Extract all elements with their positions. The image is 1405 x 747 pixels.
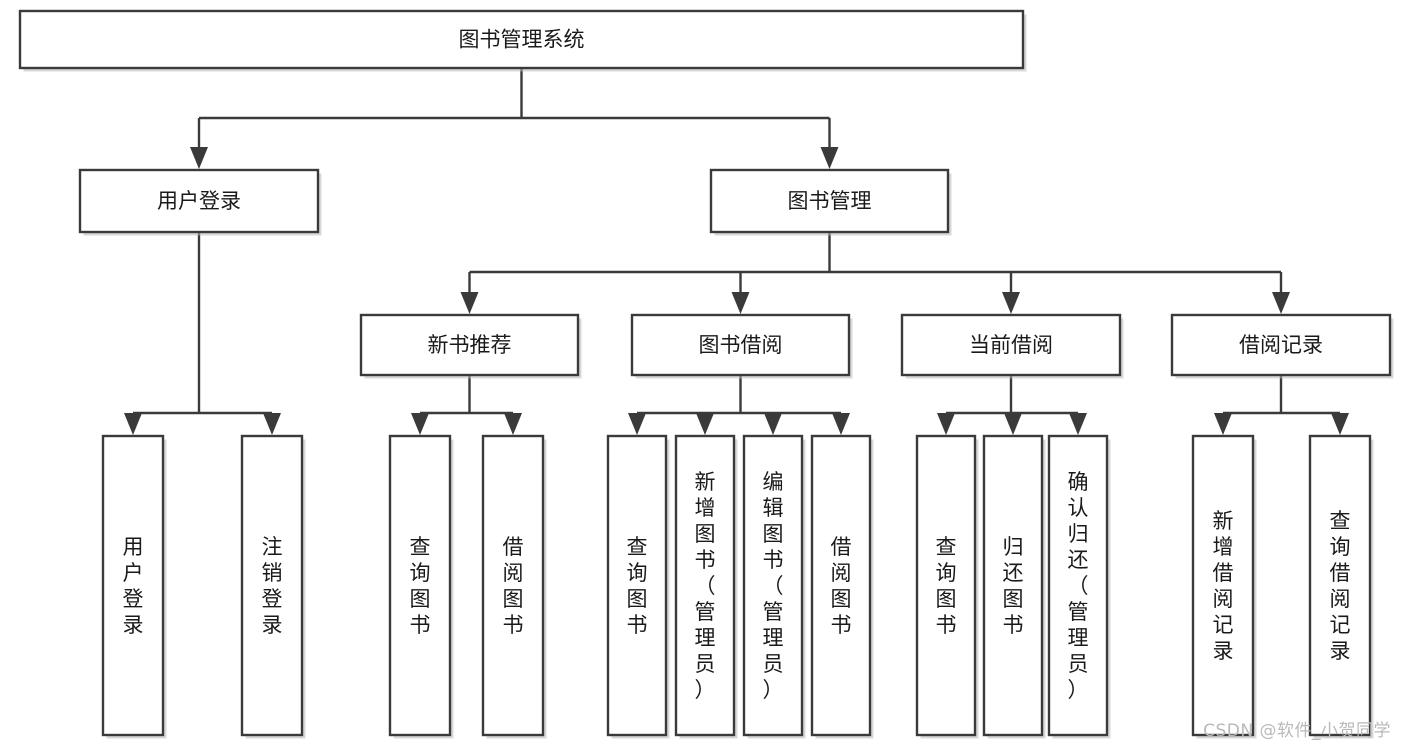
csdn-watermark: CSDN @软件_小贺同学 [1203, 721, 1391, 741]
box-outline [18, 9, 1025, 70]
box-outline [810, 434, 872, 737]
node-leaf-10[interactable]: 归还图书 [982, 434, 1046, 739]
box-label: 当前借阅 [969, 333, 1053, 357]
box-outline [1170, 313, 1392, 377]
box-outline [78, 168, 320, 234]
arrow-head [832, 413, 850, 435]
node-layer: 图书管理系统用户登录图书管理新书推荐图书借阅当前借阅借阅记录用户登录注销登录查询… [18, 9, 1394, 739]
node-level1-2[interactable]: 图书管理 [709, 168, 952, 236]
arrow-head [764, 413, 782, 435]
box-outline [240, 434, 304, 737]
arrow-head [190, 147, 208, 169]
node-leaf-6[interactable]: 新增图书（管理员） [674, 434, 738, 739]
arrow-head [263, 413, 281, 435]
box-outline [388, 434, 452, 737]
edge-layer [124, 68, 1349, 435]
arrow-head [460, 292, 479, 314]
box-label: 借阅记录 [1239, 333, 1323, 357]
arrow-head [696, 413, 714, 435]
box-outline [900, 313, 1122, 377]
box-outline [982, 434, 1044, 737]
box-outline [709, 168, 950, 234]
box-label: 注销登录 [262, 535, 283, 637]
box-label: 查询图书 [936, 535, 957, 637]
node-leaf-12[interactable]: 新增借阅记录 [1191, 434, 1257, 739]
arrow-head [124, 413, 142, 435]
node-leaf-13[interactable]: 查询借阅记录 [1308, 434, 1374, 739]
box-label: 图书借阅 [699, 333, 783, 357]
box-outline [630, 313, 851, 377]
box-outline [359, 313, 580, 377]
box-outline [915, 434, 977, 737]
box-outline [101, 434, 165, 737]
arrow-head [731, 292, 750, 314]
box-label: 借阅图书 [831, 535, 852, 637]
node-leaf-5[interactable]: 查询图书 [606, 434, 670, 739]
arrow-head [1002, 292, 1020, 314]
arrow-head [411, 413, 429, 435]
node-leaf-3[interactable]: 查询图书 [388, 434, 454, 739]
arrow-head [1331, 413, 1349, 435]
box-label: 借阅图书 [503, 535, 524, 637]
box-label: 查询借阅记录 [1330, 509, 1351, 663]
arrow-head [820, 147, 839, 169]
box-label: 新增借阅记录 [1213, 509, 1234, 663]
node-leaf-11[interactable]: 确认归还（管理员） [1047, 434, 1111, 739]
arrow-head [1004, 413, 1022, 435]
arrow-head [504, 413, 522, 435]
box-label: 图书管理系统 [459, 28, 585, 52]
box-label: 新增图书（管理员） [695, 470, 716, 702]
node-leaf-9[interactable]: 查询图书 [915, 434, 979, 739]
node-root-book-management-system[interactable]: 图书管理系统 [18, 9, 1027, 72]
box-label: 查询图书 [410, 535, 431, 637]
box-outline [481, 434, 545, 737]
box-label: 查询图书 [627, 535, 648, 637]
node-level1-1[interactable]: 用户登录 [78, 168, 322, 236]
box-label: 归还图书 [1003, 535, 1024, 637]
node-leaf-7[interactable]: 编辑图书（管理员） [742, 434, 806, 739]
box-label: 新书推荐 [428, 333, 512, 357]
box-outline [1191, 434, 1255, 737]
box-outline [1308, 434, 1372, 737]
node-level2-2[interactable]: 图书借阅 [630, 313, 853, 379]
arrow-head [628, 413, 646, 435]
node-leaf-1[interactable]: 用户登录 [101, 434, 167, 739]
node-level2-3[interactable]: 当前借阅 [900, 313, 1124, 379]
box-label: 编辑图书（管理员） [763, 470, 784, 702]
box-outline [606, 434, 668, 737]
box-outline [674, 434, 736, 737]
arrow-head [937, 413, 955, 435]
node-level2-1[interactable]: 新书推荐 [359, 313, 582, 379]
node-leaf-2[interactable]: 注销登录 [240, 434, 306, 739]
node-leaf-8[interactable]: 借阅图书 [810, 434, 874, 739]
box-label: 确认归还（管理员） [1068, 470, 1089, 702]
arrow-head [1214, 413, 1232, 435]
arrow-head [1069, 413, 1087, 435]
box-outline [1047, 434, 1109, 737]
node-leaf-4[interactable]: 借阅图书 [481, 434, 547, 739]
arrow-head [1272, 292, 1290, 314]
box-label: 图书管理 [788, 189, 872, 213]
box-label: 用户登录 [157, 189, 241, 213]
box-outline [742, 434, 804, 737]
box-label: 用户登录 [123, 535, 144, 637]
node-level2-4[interactable]: 借阅记录 [1170, 313, 1394, 379]
